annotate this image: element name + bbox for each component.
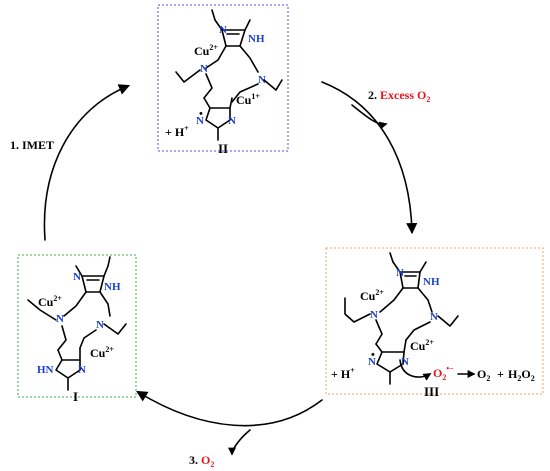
atom-NH: NH	[104, 281, 121, 293]
arrow-step2-inlet	[351, 104, 388, 130]
step2-text: Excess O	[380, 88, 426, 102]
step2-sub: 2	[426, 95, 430, 104]
superoxide-label: O2•−	[433, 364, 454, 382]
complex-I-label: I	[73, 389, 78, 404]
complex-I: N NH N N HN N Cu2+ Cu2+ I	[17, 254, 137, 404]
complex-I-box	[17, 254, 137, 398]
atom-HN: HN	[37, 364, 54, 376]
complex-III-proton: + H+	[331, 366, 355, 381]
complex-III-metal1: Cu2+	[360, 288, 384, 303]
plus-sign: +	[497, 367, 504, 381]
step3-text: O	[201, 453, 210, 467]
complex-II-box	[157, 4, 289, 152]
complex-III-metal2: Cu2+	[410, 338, 434, 353]
atom-NH: NH	[248, 33, 265, 45]
step2-label: 2. Excess O2	[368, 88, 430, 104]
complex-III-label: III	[424, 384, 439, 399]
atom-N: N	[56, 313, 64, 325]
atom-N: N	[396, 267, 404, 279]
electron-transfer-arrow	[399, 359, 432, 381]
radical-dot: •	[371, 349, 375, 361]
complex-II-label: II	[218, 141, 228, 156]
arrow-step2-main	[321, 81, 418, 235]
step3-sub: 2	[210, 460, 214, 469]
atom-N: N	[200, 63, 208, 75]
atom-N: N	[370, 309, 378, 321]
radical-dot: •	[199, 108, 203, 120]
arrow-step1-main	[43, 84, 131, 241]
complex-II-metal1: Cu2+	[194, 43, 218, 58]
atom-N-radical: N	[368, 356, 376, 368]
step3-number: 3.	[189, 453, 198, 467]
atom-N: N	[73, 271, 81, 283]
atom-NH: NH	[423, 276, 440, 288]
atom-N: N	[228, 115, 236, 127]
complex-II-metal2: Cu1+	[236, 92, 260, 107]
step2-number: 2.	[368, 88, 377, 102]
complex-II-proton: + H+	[165, 124, 189, 139]
atom-N-radical: N	[196, 115, 204, 127]
step1-label: 1. IMET	[10, 138, 54, 152]
atom-N: N	[258, 74, 266, 86]
complex-II: N NH N N N • N Cu2+ Cu1+ + H+ II	[157, 4, 289, 156]
atom-N: N	[78, 364, 86, 376]
complex-III: N NH N N N • N Cu2+ Cu2+ + H+ O2•−	[325, 247, 544, 399]
atom-N: N	[401, 356, 409, 368]
complex-I-metal1: Cu2+	[38, 294, 62, 309]
atom-N: N	[96, 319, 104, 331]
complex-III-box	[325, 247, 544, 395]
arrow-step3-main	[136, 390, 323, 427]
peroxide-product: H2O2	[508, 367, 535, 383]
oxygen-product: O2	[477, 367, 490, 383]
atom-N: N	[430, 311, 438, 323]
step3-label: 3. O2	[189, 453, 214, 469]
complex-I-metal2: Cu2+	[90, 345, 114, 360]
arrow-step3-outlet	[228, 429, 251, 456]
atom-N: N	[219, 24, 227, 36]
